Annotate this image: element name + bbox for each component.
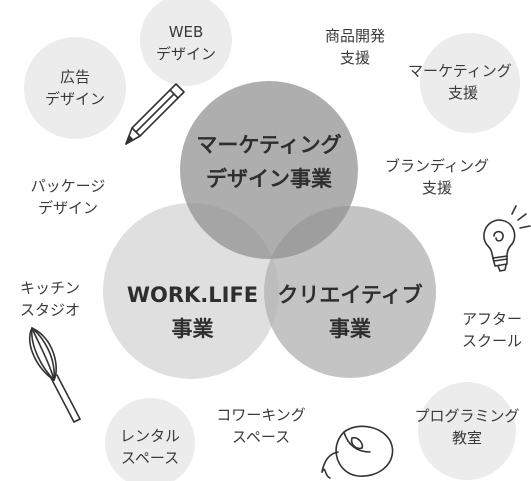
worklife-label-line-2: 事業: [171, 317, 214, 341]
branding-support-line-1: ブランディング: [385, 157, 489, 175]
marketing-support-line-1: マーケティング: [408, 62, 512, 80]
branding-support-line-2: 支援: [421, 179, 452, 197]
programming-class-circle: [418, 382, 516, 480]
programming-class-line-2: 教室: [451, 429, 482, 447]
ad-design-line-2: デザイン: [44, 90, 105, 108]
ad-design-line-1: 広告: [59, 68, 90, 86]
product-dev-line-1: 商品開発: [324, 27, 385, 45]
creative-label: クリエイティブ 事業: [272, 278, 428, 346]
marketing-support-line-2: 支援: [448, 84, 479, 102]
programming-class-line-1: プログラミング: [414, 407, 520, 425]
kitchen-studio-label: キッチンスタジオ: [10, 277, 90, 321]
kitchen-studio-line-2: スタジオ: [19, 301, 80, 319]
coworking-space-line-1: コワーキング: [216, 406, 306, 424]
marketing-support-circle: [420, 33, 520, 133]
rental-space-line-1: レンタル: [119, 427, 180, 445]
coworking-space-line-2: スペース: [231, 428, 291, 446]
rental-space-line-2: スペース: [120, 449, 180, 467]
marketing-label: マーケティング デザイン事業: [180, 128, 358, 196]
product-dev-label: 商品開発支援: [305, 25, 405, 69]
web-design-line-2: デザイン: [155, 45, 216, 63]
rental-space-circle: [105, 398, 195, 481]
package-design-label: パッケージデザイン: [18, 175, 118, 219]
creative-label-line-1: クリエイティブ: [277, 283, 423, 307]
web-design-line-1: WEB: [168, 23, 204, 41]
package-design-line-2: デザイン: [37, 199, 98, 217]
after-school-line-2: スクール: [462, 332, 523, 350]
marketing-label-line-2: デザイン事業: [206, 167, 332, 191]
worklife-label: WORK.LIFE 事業: [110, 278, 275, 346]
marketing-circle: [180, 81, 358, 259]
programming-class-label: プログラミング教室: [405, 405, 529, 449]
web-design-circle: WEB デザイン: [140, 0, 232, 86]
marketing-label-line-1: マーケティング: [196, 133, 342, 157]
creative-label-line-2: 事業: [329, 317, 371, 341]
ad-design-circle: 広告デザイン: [24, 37, 126, 139]
package-design-line-1: パッケージ: [30, 177, 106, 195]
pencil-icon: [125, 83, 185, 145]
after-school-label: アフタースクール: [462, 308, 531, 352]
rental-space-label: レンタルスペース: [105, 425, 195, 469]
computer-mouse-icon: [321, 425, 394, 479]
whisk-icon: [28, 326, 82, 424]
kitchen-studio-line-1: キッチン: [19, 279, 80, 297]
branding-support-label: ブランディング支援: [378, 155, 496, 199]
product-dev-line-2: 支援: [339, 49, 370, 67]
light-bulb-icon: [483, 205, 531, 272]
marketing-support-label: マーケティング支援: [408, 60, 531, 104]
worklife-label-line-1: WORK.LIFE: [126, 283, 259, 307]
after-school-line-1: アフター: [462, 310, 523, 328]
coworking-space-label: コワーキングスペース: [205, 404, 317, 448]
